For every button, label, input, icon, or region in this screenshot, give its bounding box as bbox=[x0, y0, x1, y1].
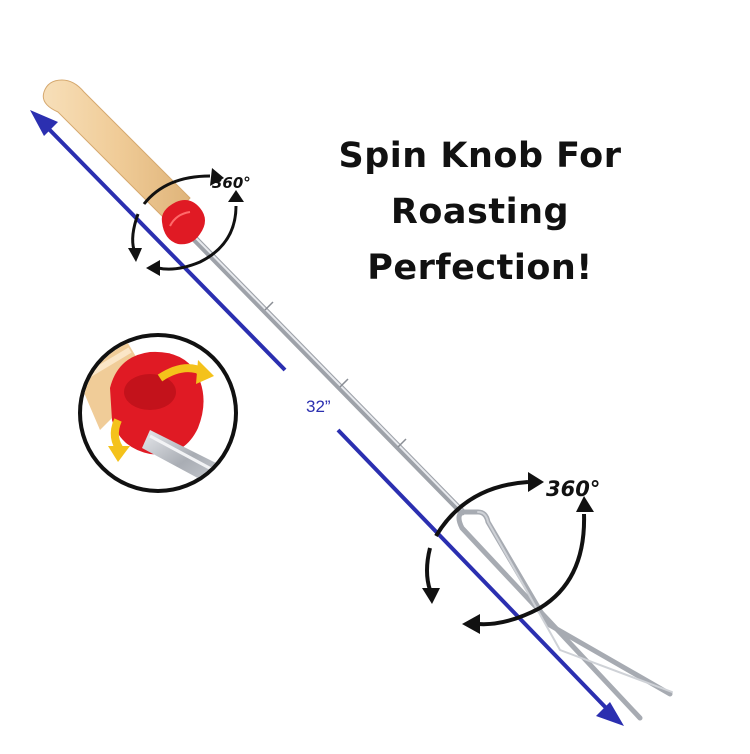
rotation-label-top: 360° bbox=[212, 174, 251, 192]
length-label: 32” bbox=[306, 397, 331, 416]
headline-line-3: Perfection! bbox=[367, 248, 593, 288]
rotation-label-bottom: 360° bbox=[546, 477, 600, 501]
knob-detail-inset bbox=[78, 333, 238, 493]
length-arrow-icon bbox=[30, 110, 624, 726]
headline-line-1: Spin Knob For bbox=[338, 136, 622, 176]
rotation-arrow-icon bbox=[128, 168, 244, 276]
rotation-arrow-icon bbox=[422, 472, 594, 634]
steel-rod bbox=[188, 232, 466, 516]
red-knob bbox=[161, 200, 205, 245]
headline-line-2: Roasting bbox=[390, 192, 570, 232]
fork-prongs bbox=[456, 509, 673, 721]
headline: Spin Knob For Roasting Perfection! bbox=[300, 128, 660, 296]
rotation-arrow-icon bbox=[108, 360, 214, 462]
wooden-handle bbox=[42, 79, 191, 223]
